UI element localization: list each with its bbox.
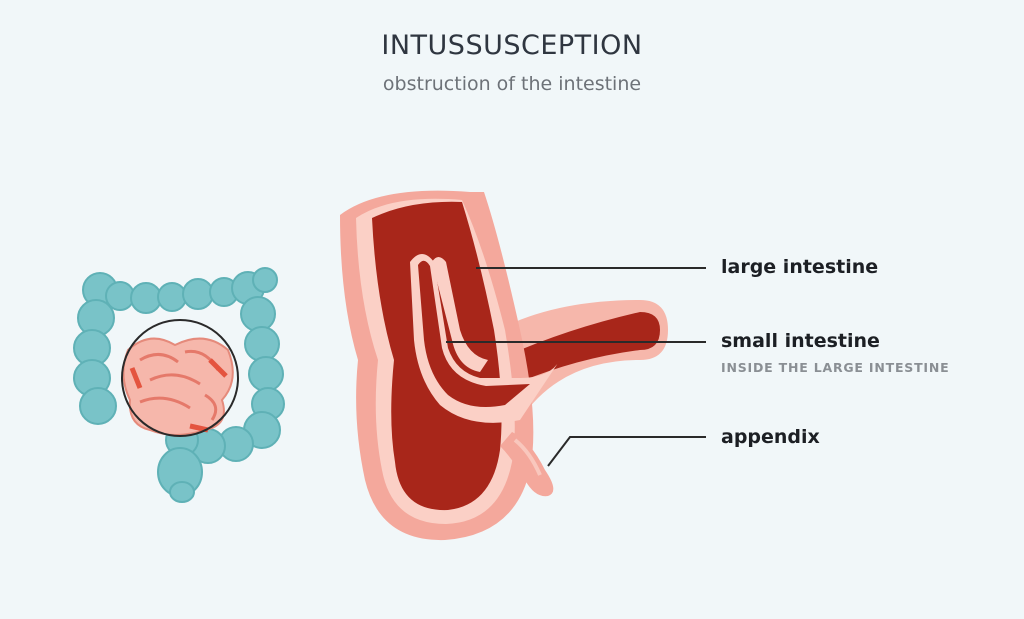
digestive-overview-illustration [73,267,285,503]
appendix-label: appendix [721,426,820,448]
appendix-leader-line [547,436,706,467]
inner-tube-fold [432,257,488,372]
invaginated-lumen [418,260,530,408]
colon-overview-shape [73,267,285,503]
small-intestine-note: INSIDE THE LARGE INTESTINE [721,360,950,375]
appendix-shape [500,432,554,497]
small-intestine-overview-shape [122,337,234,436]
small-intestine-label: small intestine [721,330,880,352]
focus-circle [121,319,239,437]
diagram-title: INTUSSUSCEPTION [381,30,643,61]
intussusception-cross-section [340,190,668,541]
diagram-subtitle: obstruction of the intestine [382,73,642,95]
large-intestine-label: large intestine [721,256,879,278]
